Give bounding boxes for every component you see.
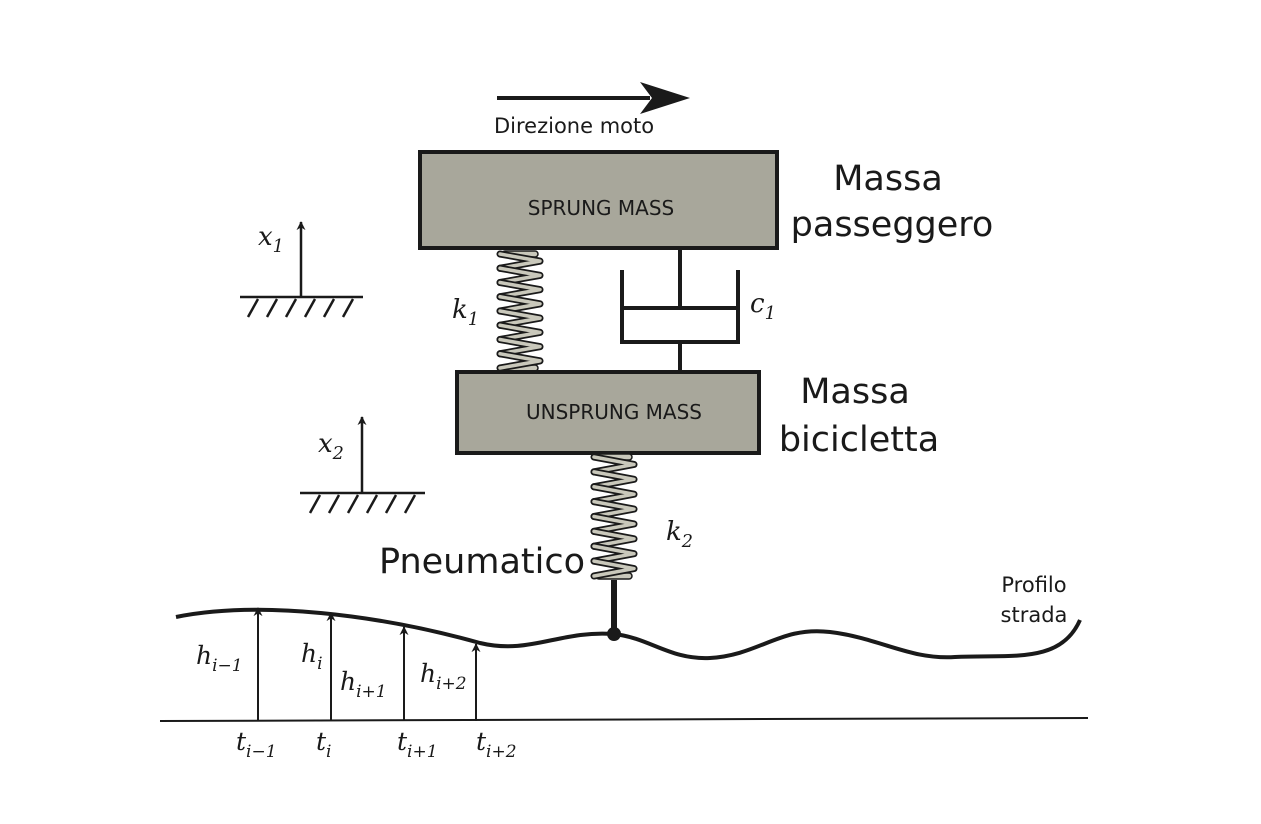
height-label-4: hi+2 (420, 659, 467, 694)
spring-coil (498, 295, 542, 313)
ground-hatch-line (284, 298, 298, 318)
time-label-3: ti+1 (397, 727, 438, 762)
spring-coil (498, 280, 542, 299)
height-arrows (253, 607, 481, 721)
height-label-2: hi (301, 639, 323, 674)
tyre-label: Pneumatico (379, 542, 585, 582)
ground-hatch-line (365, 494, 379, 514)
time-label-1: ti−1 (236, 727, 277, 762)
sprung-mass-caption-line1: Massa (833, 159, 943, 199)
spring-coil (592, 470, 636, 489)
ground-hatch-line (308, 494, 322, 514)
spring-coil (592, 544, 636, 563)
time-axis (159, 717, 1089, 722)
k1-label: k1 (452, 295, 479, 330)
unsprung-mass-box (455, 370, 761, 455)
ground-hatch-line (265, 298, 279, 318)
arrowhead-icon (640, 82, 690, 114)
unsprung-mass-caption-line2: bicicletta (779, 420, 939, 460)
sprung-mass-caption-line2: passeggero (791, 205, 994, 245)
spring-k2 (590, 453, 638, 580)
ground-hatch-line (341, 298, 355, 318)
spring-coil (498, 309, 542, 327)
spring-coil (498, 323, 542, 342)
direction-arrow (497, 82, 690, 114)
spring-coil (498, 352, 542, 370)
spring-coil (498, 252, 542, 270)
k2-label: k2 (666, 517, 693, 552)
spring-coil (592, 559, 636, 578)
ground-hatch-line (303, 298, 317, 318)
time-label-2: ti (316, 727, 331, 762)
sprung-mass-label: SPRUNG MASS (528, 196, 674, 220)
ground-hatch-line (403, 494, 417, 514)
damper-c1 (620, 250, 740, 372)
x2-label: x2 (318, 429, 344, 464)
height-label-3: hi+1 (340, 667, 387, 702)
height-label-1: hi−1 (196, 641, 243, 676)
unsprung-mass-caption-line1: Massa (800, 372, 910, 412)
ground-hatch-line (346, 494, 360, 514)
spring-coil (592, 514, 636, 534)
road-label-line1: Profilo (1001, 573, 1066, 597)
spring-k1 (496, 250, 544, 372)
reference-x1 (240, 221, 363, 318)
c1-label: c1 (750, 289, 776, 324)
spring-coil (498, 337, 542, 356)
ground-hatch-line (327, 494, 341, 514)
ground-hatch-line (322, 298, 336, 318)
time-label-4: ti+2 (476, 727, 517, 762)
spring-coil (592, 485, 636, 504)
spring-coil (592, 529, 636, 548)
x1-label: x1 (258, 222, 284, 257)
road-label-line2: strada (1001, 603, 1068, 627)
spring-coil (592, 499, 636, 519)
ground-hatch-line (246, 298, 260, 318)
ground-hatch-line (384, 494, 398, 514)
spring-coil (592, 455, 636, 474)
road-profile-curve (175, 607, 1082, 661)
sprung-mass-box (418, 150, 779, 250)
reference-x2 (300, 416, 425, 514)
spring-coil (498, 266, 542, 285)
direction-label: Direzione moto (494, 114, 654, 138)
unsprung-mass-label: UNSPRUNG MASS (526, 400, 702, 424)
